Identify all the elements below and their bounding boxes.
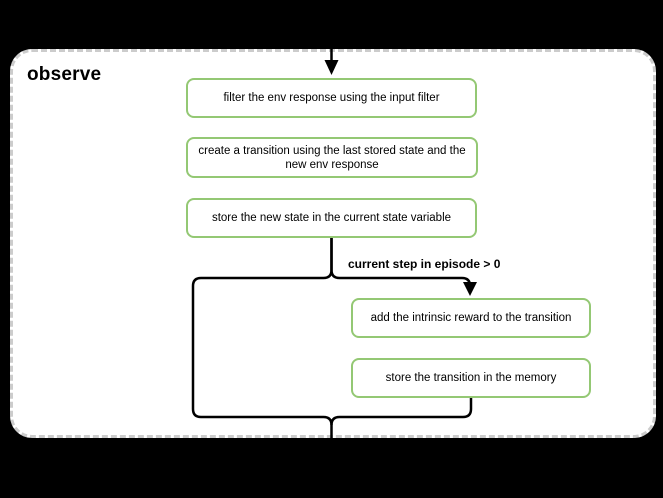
node-label: filter the env response using the input … <box>223 92 440 104</box>
node-store-transition-memory: store the transition in the memory <box>351 358 591 398</box>
node-filter-env-response: filter the env response using the input … <box>186 78 477 118</box>
branch-condition-label: current step in episode > 0 <box>348 257 501 271</box>
node-label: store the transition in the memory <box>385 372 557 384</box>
node-store-new-state: store the new state in the current state… <box>186 198 477 238</box>
node-label: store the new state in the current state… <box>211 212 452 224</box>
node-create-transition: create a transition using the last store… <box>186 137 478 178</box>
node-add-intrinsic-reward: add the intrinsic reward to the transiti… <box>351 298 591 338</box>
node-label: create a transition using the last store… <box>198 144 466 171</box>
node-label: add the intrinsic reward to the transiti… <box>370 312 572 324</box>
group-title: observe <box>27 64 102 85</box>
